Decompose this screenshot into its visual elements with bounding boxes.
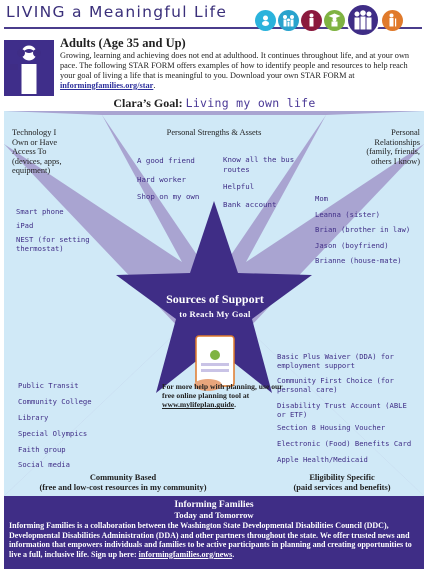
- community-item: Special Olympics: [18, 429, 88, 438]
- strength-item: Hard worker: [137, 175, 186, 184]
- strengths-title: Personal Strengths & Assets: [166, 128, 262, 137]
- family-icon: [278, 9, 299, 31]
- strength-item: routes: [223, 165, 250, 174]
- strength-item: Shop on my own: [137, 192, 200, 201]
- footer: Informing Families Today and Tomorrow In…: [4, 496, 424, 569]
- star-form-link[interactable]: informingfamilies.org/star: [60, 81, 154, 90]
- page-title: LIVING a Meaningful Life: [6, 3, 228, 21]
- eligibility-item: or ETF): [277, 410, 308, 419]
- community-item: Public Transit: [18, 381, 79, 390]
- eligibility-title-text: Eligibility Specific: [309, 473, 375, 482]
- news-signup-link[interactable]: informingfamilies.org/news: [138, 549, 233, 559]
- technology-title: Technology I Own or Have Access To (devi…: [12, 128, 82, 176]
- center-star: [116, 201, 312, 393]
- goal-label: Clara’s Goal:: [113, 96, 183, 110]
- title-divider: [4, 27, 422, 29]
- eligibility-item: Community First Choice (for: [277, 376, 394, 385]
- intro-text: Growing, learning and achieving does not…: [60, 51, 410, 80]
- technology-item: iPad: [16, 221, 34, 230]
- technology-title-line: (devices, apps,: [12, 156, 62, 166]
- relationship-item: Brian (brother in law): [315, 225, 411, 234]
- help-text-end: .: [234, 400, 237, 410]
- eligibility-item: personal care): [277, 385, 338, 394]
- life-stage-icons: [255, 2, 405, 38]
- goal-line: Clara’s Goal: Living my own life: [0, 96, 429, 111]
- relationships-title-line: Relationships: [374, 137, 420, 147]
- mylifeplan-link[interactable]: www.mylifeplan.guide: [162, 400, 235, 410]
- strength-item: Know all the bus: [223, 155, 295, 164]
- community-item: Social media: [18, 460, 70, 469]
- star-diagram: Technology I Own or Have Access To (devi…: [0, 111, 429, 496]
- relationship-item: Brianne (house-mate): [315, 256, 402, 265]
- technology-item: NEST (for setting: [16, 235, 90, 244]
- technology-item: Smart phone: [16, 207, 64, 216]
- elder-icon: [382, 9, 403, 31]
- eligibility-title: Eligibility Specific (paid services and …: [260, 473, 424, 492]
- adults-group-icon: [346, 3, 380, 37]
- star-title: Sources of Support: [166, 292, 264, 306]
- relationships-title-line: others I know): [371, 156, 420, 166]
- community-title: Community Based (free and low-cost resou…: [4, 473, 242, 492]
- help-text: For more help with planning, use our fre…: [162, 382, 283, 401]
- star-subtitle: to Reach My Goal: [179, 309, 251, 319]
- community-subtitle: (free and low-cost resources in my commu…: [39, 482, 207, 492]
- relationships-title-line: (family, friends,: [366, 147, 420, 157]
- technology-item: thermostat): [16, 244, 64, 253]
- technology-title-line: Access To: [12, 147, 47, 157]
- eligibility-item: Apple Health/Medicaid: [277, 455, 368, 464]
- eligibility-item: Disability Trust Account (ABLE: [277, 401, 407, 410]
- community-item: Library: [18, 413, 49, 422]
- relationships-title-line: Personal: [391, 128, 420, 137]
- footer-org-name: Informing Families: [174, 499, 254, 510]
- goal-value: Living my own life: [185, 96, 316, 110]
- audience-heading: Adults (Age 35 and Up): [60, 36, 186, 50]
- strength-item: A good friend: [137, 156, 195, 165]
- eligibility-subtitle: (paid services and benefits): [293, 482, 391, 492]
- footer-text: Informing Families is a collaboration be…: [9, 521, 412, 559]
- relationship-item: Mom: [315, 194, 328, 203]
- technology-title-line: equipment): [12, 166, 51, 176]
- relationships-title: Personal Relationships (family, friends,…: [342, 128, 420, 166]
- eligibility-item: Electronic (Food) Benefits Card: [277, 439, 412, 448]
- relationship-item: Leanna (sister): [315, 210, 380, 219]
- relationship-item: Jason (boyfriend): [315, 241, 389, 250]
- community-item: Community College: [18, 397, 92, 406]
- eligibility-item: Basic Plus Waiver (DDA) for: [277, 352, 394, 361]
- planning-help-text: For more help with planning, use our fre…: [162, 382, 292, 410]
- footer-tagline: Today and Tomorrow: [174, 510, 254, 520]
- intro-paragraph: Growing, learning and achieving does not…: [60, 51, 422, 91]
- footer-text-end: .: [232, 549, 235, 559]
- strength-item: Helpful: [223, 182, 255, 191]
- phone-icon: [194, 335, 235, 391]
- eligibility-item: employment support: [277, 361, 355, 370]
- community-title-text: Community Based: [89, 473, 157, 482]
- informing-families-logo: [4, 40, 54, 96]
- technology-title-line: Technology I: [12, 128, 57, 137]
- footer-description: Informing Families is a collaboration be…: [9, 521, 421, 559]
- star-background: [4, 111, 424, 496]
- graduate-icon: [324, 9, 345, 31]
- intro-text-end: .: [153, 81, 156, 90]
- baby-icon: [255, 9, 276, 31]
- teen-icon: [301, 9, 322, 31]
- technology-title-line: Own or Have: [12, 137, 58, 147]
- community-item: Faith group: [18, 445, 66, 454]
- strength-item: Bank account: [223, 200, 277, 209]
- eligibility-item: Section 8 Housing Voucher: [277, 423, 386, 432]
